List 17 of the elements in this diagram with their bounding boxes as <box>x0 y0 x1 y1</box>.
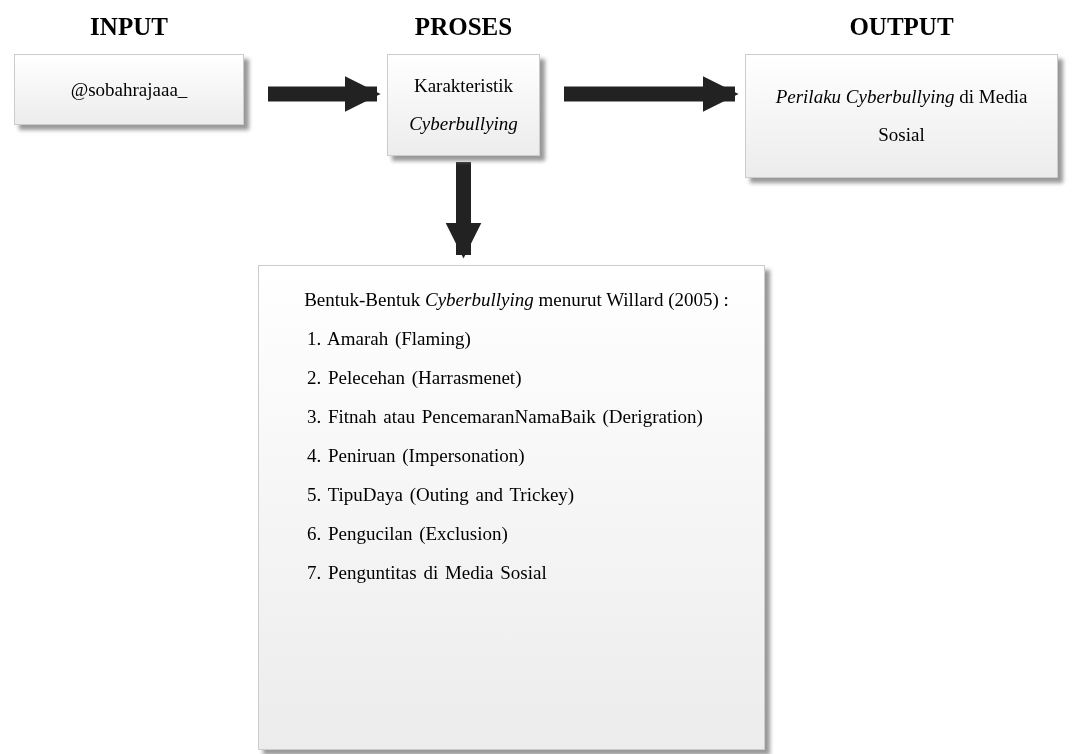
box-text: Karakteristik Cyberbullying <box>408 74 519 136</box>
box-text: @sobahrajaaa_ <box>70 77 188 102</box>
list-item: 7. Penguntitas di Media Sosial <box>306 561 548 585</box>
list-item: 5. TipuDaya (Outing and Trickey) <box>306 483 576 507</box>
column-heading: OUTPUT <box>848 12 955 42</box>
list-item: 3. Fitnah atau PencemaranNamaBaik (Derigration) <box>306 405 704 429</box>
column-heading: PROSES <box>413 12 514 42</box>
list-item: 2. Pelecehan (Harrasmenet) <box>306 366 523 390</box>
block-arrow <box>564 76 739 112</box>
list-item: 1. Amarah (Flaming) <box>306 327 472 351</box>
list-item: 6. Pengucilan (Exclusion) <box>306 522 509 546</box>
block-arrow <box>268 76 381 112</box>
column-heading: INPUT <box>89 12 169 42</box>
box-text: Perilaku Cyberbullying di Media Sosial <box>774 85 1029 147</box>
block-arrow <box>445 162 482 259</box>
box-text: Bentuk-Bentuk Cyberbullying menurut Willard (2005) : <box>303 288 730 312</box>
list-item: 4. Peniruan (Impersonation) <box>306 444 526 468</box>
